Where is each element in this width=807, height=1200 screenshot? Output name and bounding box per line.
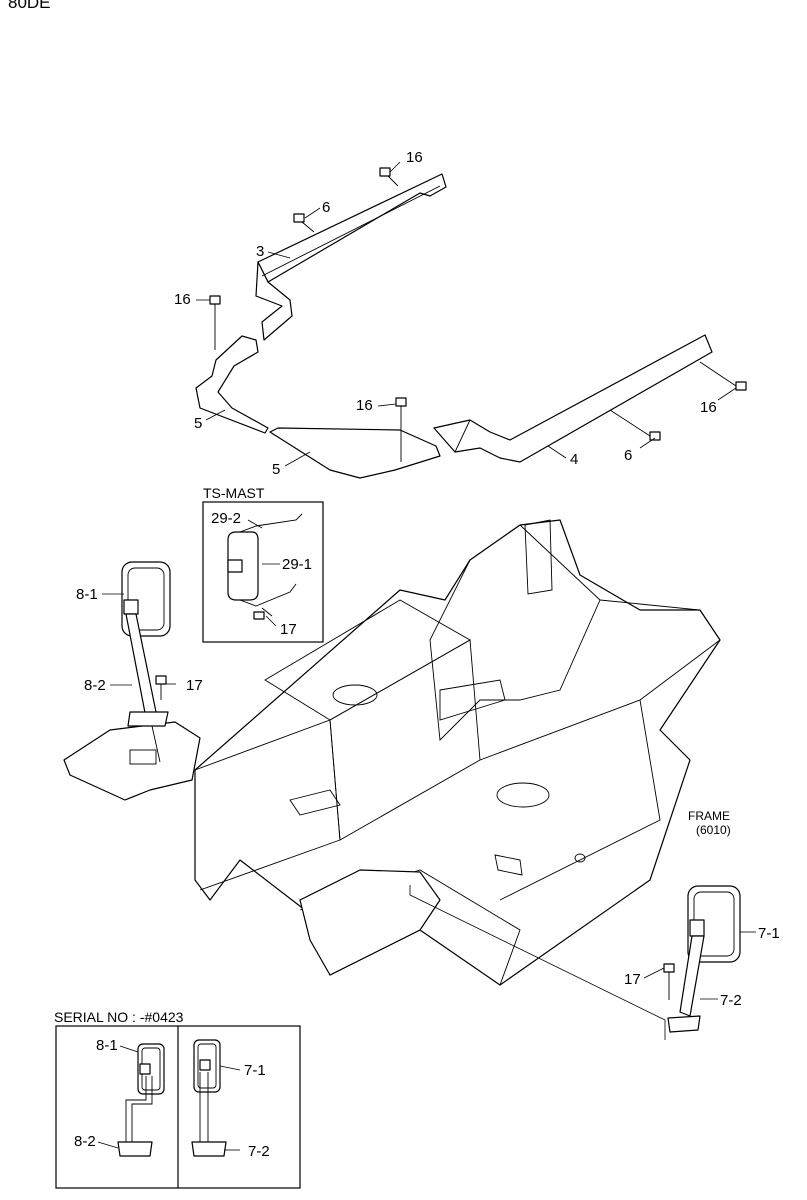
callout-3: 3 <box>256 243 264 260</box>
bolt-icon <box>209 167 747 462</box>
callout-7-2: 7-2 <box>720 992 742 1009</box>
truck-frame <box>194 519 721 986</box>
callout-5: 5 <box>194 415 202 432</box>
ts-mast-title: TS-MAST <box>203 485 265 501</box>
callout-29-1: 29-1 <box>282 556 312 573</box>
step-plate-left <box>63 721 201 801</box>
callout-6: 6 <box>624 447 632 464</box>
serial-inset: SERIAL NO : -#0423 8-1 8-2 7-1 7-2 <box>54 1009 301 1189</box>
callout-7-1: 7-1 <box>758 925 780 942</box>
callout-6: 6 <box>322 199 330 216</box>
ts-mast-box <box>202 501 324 643</box>
callout-7-1: 7-1 <box>244 1062 266 1079</box>
callout-4: 4 <box>570 451 578 468</box>
callout-8-2: 8-2 <box>84 677 106 694</box>
callout-5: 5 <box>272 461 280 478</box>
frame-label: FRAME <box>688 809 730 823</box>
callout-17: 17 <box>186 677 203 694</box>
callout-16: 16 <box>174 291 191 308</box>
bracket-7-2 <box>667 935 705 1033</box>
locator-line <box>409 885 666 1040</box>
ts-mast-inset: TS-MAST 29-2 29-1 17 <box>202 485 324 643</box>
model-title: 80DE <box>8 0 51 12</box>
frame-code: (6010) <box>696 823 731 837</box>
serial-title: SERIAL NO : -#0423 <box>54 1009 184 1025</box>
leader-lines <box>102 161 756 1000</box>
step-plate-right <box>299 869 441 976</box>
callout-16: 16 <box>356 397 373 414</box>
callout-29-2: 29-2 <box>211 510 241 527</box>
callout-16: 16 <box>700 399 717 416</box>
plate-5-left <box>195 335 269 434</box>
plate-5-right <box>269 427 441 479</box>
callout-8-1: 8-1 <box>96 1037 118 1054</box>
bolt-icon <box>663 963 675 1000</box>
callout-17: 17 <box>624 971 641 988</box>
callout-16: 16 <box>406 149 423 166</box>
bolt-icon <box>155 675 167 700</box>
callout-17: 17 <box>280 621 297 638</box>
callout-7-2: 7-2 <box>248 1143 270 1160</box>
guard-plate-3 <box>255 173 447 341</box>
bracket-8-2 <box>125 613 169 763</box>
callout-8-1: 8-1 <box>76 586 98 603</box>
callout-8-2: 8-2 <box>74 1133 96 1150</box>
guard-plate-4 <box>433 334 713 463</box>
